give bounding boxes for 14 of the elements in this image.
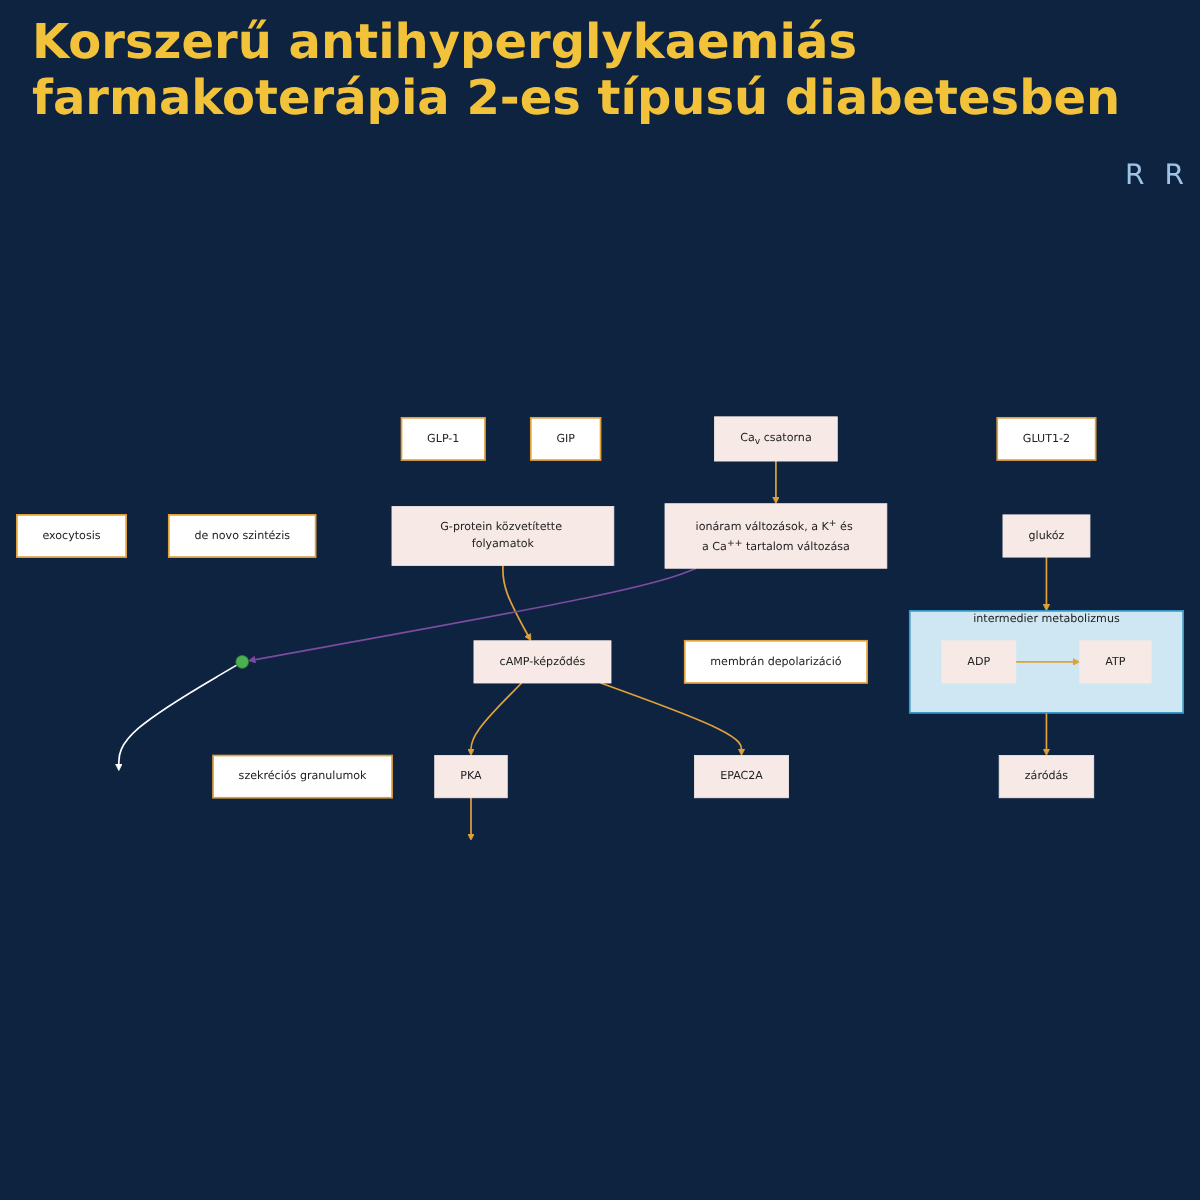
receptor-label: R bbox=[1164, 160, 1184, 192]
arrow bbox=[115, 664, 238, 771]
arrow bbox=[467, 796, 475, 841]
arrow bbox=[467, 681, 523, 756]
arrow bbox=[599, 681, 746, 756]
node-circle bbox=[235, 654, 250, 669]
receptor-label: R bbox=[1125, 160, 1145, 192]
arrow bbox=[1042, 711, 1051, 756]
arrow bbox=[772, 459, 780, 504]
arrow bbox=[1014, 657, 1081, 666]
title: Korszerű antihyperglykaemiás farmakoterápia 2-es típusú diabetesben bbox=[30, 12, 1123, 130]
arrow bbox=[1042, 556, 1051, 612]
arrow bbox=[502, 564, 532, 641]
arrow bbox=[248, 567, 698, 664]
